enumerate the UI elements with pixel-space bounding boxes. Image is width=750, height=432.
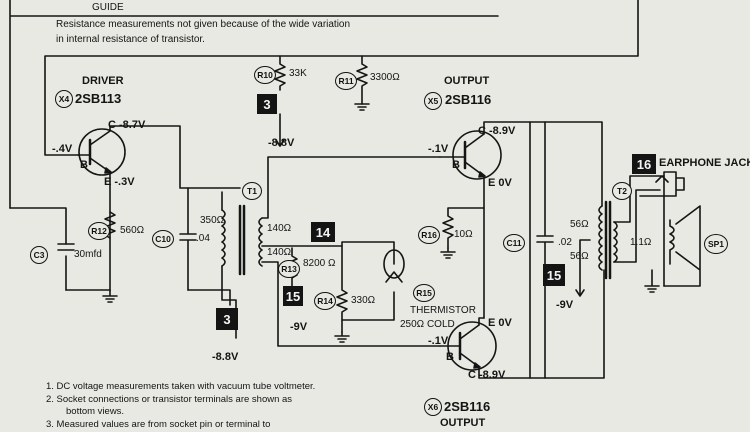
header-note-line2: in internal resistance of transistor. bbox=[56, 34, 205, 45]
r13-ref: R13 bbox=[278, 260, 300, 278]
driver-base-label: B bbox=[80, 159, 88, 171]
t1-secondary-b: 140Ω bbox=[267, 247, 292, 258]
r10-voltage: -8.8V bbox=[268, 137, 295, 149]
note-3: 3. Measured values are from socket pin o… bbox=[46, 419, 271, 430]
x5-base-voltage: -.1V bbox=[428, 143, 449, 155]
c10-ref: C10 bbox=[152, 230, 174, 248]
c10-value: .04 bbox=[196, 233, 210, 244]
t2-primary-a: 56Ω bbox=[570, 219, 589, 230]
ground-right bbox=[644, 269, 660, 293]
output-bus bbox=[529, 121, 605, 379]
c11-capacitor bbox=[536, 121, 554, 379]
output-transistor-x5-symbol bbox=[439, 121, 531, 319]
x5-collector-voltage: C -8.9V bbox=[478, 125, 516, 137]
jack-plug bbox=[663, 171, 685, 197]
r14-ref: R14 bbox=[314, 292, 336, 310]
x5-part: 2SB116 bbox=[445, 92, 492, 107]
ground-left bbox=[102, 289, 118, 303]
note-2-cont: bottom views. bbox=[66, 406, 125, 417]
note-2: 2. Socket connections or transistor term… bbox=[46, 394, 293, 405]
t1-primary-value: 350Ω bbox=[200, 215, 225, 226]
x6-emitter-voltage: E 0V bbox=[488, 317, 512, 329]
driver-base-voltage: -.4V bbox=[52, 143, 73, 155]
note-1: 1. DC voltage measurements taken with va… bbox=[46, 381, 316, 392]
r15-label: THERMISTOR bbox=[410, 305, 476, 316]
test-point-16: 16 bbox=[632, 154, 656, 174]
test-point-3-bottom: 3 bbox=[216, 308, 238, 330]
t2-transformer bbox=[575, 200, 618, 297]
earphone-jack-label: EARPHONE JACK bbox=[659, 157, 750, 169]
header-frame bbox=[9, 0, 639, 209]
driver-title: DRIVER bbox=[82, 75, 124, 87]
test-point-14: 14 bbox=[311, 222, 335, 242]
r12-ref: R12 bbox=[88, 222, 110, 240]
ground-mid bbox=[334, 331, 350, 343]
x6-collector-voltage: C -8.9V bbox=[468, 369, 506, 381]
driver-collector-wire bbox=[113, 125, 241, 189]
t2-voltage: -9V bbox=[556, 299, 574, 311]
x5-title: OUTPUT bbox=[444, 75, 490, 87]
t2-primary-b: 56Ω bbox=[570, 251, 589, 262]
test-point-15-left: 15 bbox=[283, 286, 303, 306]
x5-emitter-voltage: E 0V bbox=[488, 177, 512, 189]
test-point-3-top: 3 bbox=[257, 94, 277, 114]
ground-r11 bbox=[354, 103, 370, 111]
c11-ref: C11 bbox=[503, 234, 525, 252]
guide-label: GUIDE bbox=[92, 2, 124, 13]
x4-ref: X4 bbox=[55, 90, 73, 108]
r11-ref: R11 bbox=[335, 72, 357, 90]
r15-value: 250Ω COLD bbox=[400, 319, 455, 330]
earphone-jack bbox=[613, 175, 669, 287]
r10-resistor bbox=[274, 55, 286, 147]
ground-r16 bbox=[440, 247, 456, 259]
r15-thermistor bbox=[383, 249, 405, 279]
r14-resistor bbox=[336, 245, 348, 333]
c3-capacitor bbox=[57, 243, 75, 251]
c10-capacitor bbox=[179, 187, 197, 291]
c3-ref: C3 bbox=[30, 246, 48, 264]
t2-secondary: 1.1Ω bbox=[630, 237, 652, 248]
driver-emitter-voltage: E -.3V bbox=[104, 176, 135, 188]
x5-base-label: B bbox=[452, 159, 460, 171]
header-note-line1: Resistance measurements not given becaus… bbox=[56, 19, 351, 30]
x6-base-voltage: -.1V bbox=[428, 335, 449, 347]
r16-ref: R16 bbox=[418, 226, 440, 244]
test-point-15-right: 15 bbox=[543, 264, 565, 286]
sp1-speaker bbox=[663, 205, 701, 287]
output-transistor-x6-symbol bbox=[439, 317, 531, 379]
r16-resistor bbox=[442, 207, 485, 249]
r11-value: 3300Ω bbox=[370, 72, 400, 83]
r13-value: 8200 Ω bbox=[303, 258, 336, 269]
r16-value: 10Ω bbox=[454, 229, 473, 240]
sp1-ref: SP1 bbox=[704, 234, 728, 254]
x6-title: OUTPUT bbox=[440, 417, 486, 429]
x6-ref: X6 bbox=[424, 398, 442, 416]
driver-part: 2SB113 bbox=[75, 91, 122, 106]
t1-ref: T1 bbox=[242, 182, 262, 200]
r10-ref: R10 bbox=[254, 66, 276, 84]
left-bias-wire bbox=[9, 207, 67, 291]
driver-transistor-symbol bbox=[77, 125, 126, 291]
r11-resistor bbox=[356, 55, 368, 105]
t2-ref: T2 bbox=[612, 182, 632, 200]
r10-value: 33K bbox=[289, 68, 307, 79]
t1-secondary-a: 140Ω bbox=[267, 223, 292, 234]
t1-voltage: -8.8V bbox=[212, 351, 239, 363]
c3-value: 30mfd bbox=[74, 249, 102, 260]
r12-value: 560Ω bbox=[120, 225, 145, 236]
r15-ref: R15 bbox=[413, 284, 435, 302]
x5-ref: X5 bbox=[424, 92, 442, 110]
r13-voltage: -9V bbox=[290, 321, 308, 333]
x6-part: 2SB116 bbox=[444, 399, 491, 414]
driver-collector-voltage: C -8.7V bbox=[108, 119, 146, 131]
x6-base-label: B bbox=[446, 351, 454, 363]
c11-value: .02 bbox=[558, 237, 572, 248]
r14-value: 330Ω bbox=[351, 295, 376, 306]
